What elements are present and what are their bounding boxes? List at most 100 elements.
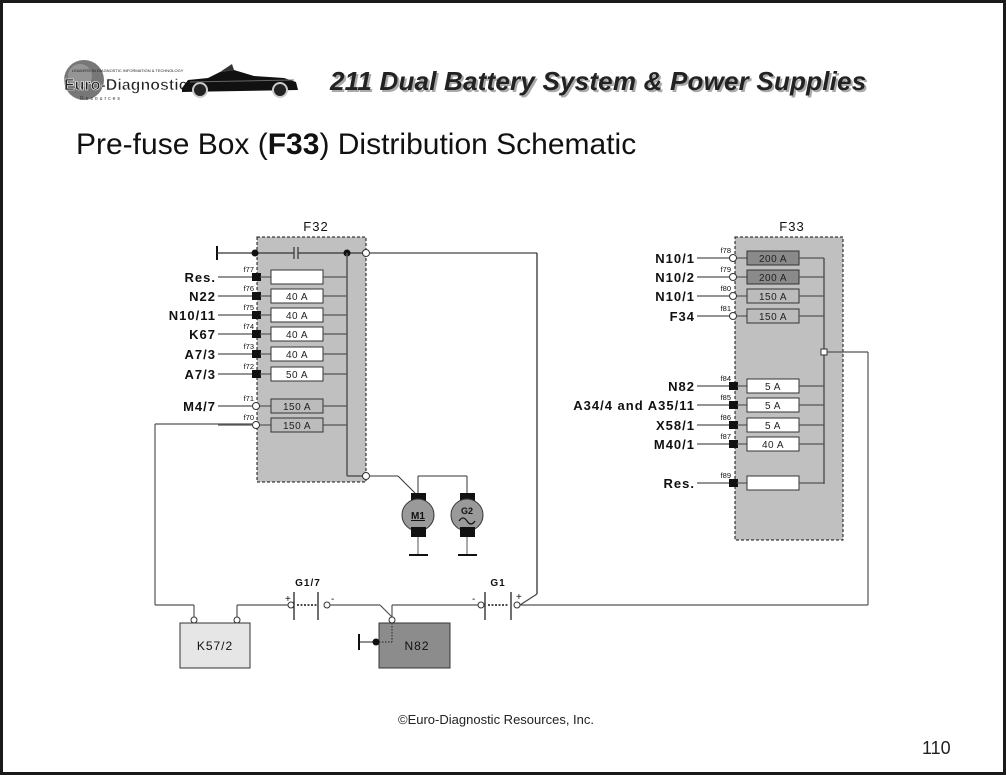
fuse-id: f84 [721,374,731,383]
fuse-rating: 40 A [762,440,784,451]
terminal-square [252,292,261,300]
fuse-id: f81 [721,304,731,313]
fuse-id: f70 [244,413,254,422]
terminal-square [252,311,261,319]
fuse-rating: 200 A [759,254,787,265]
circuit-label: Res. [185,270,216,285]
minus-sign: - [472,594,475,605]
motor-m1: M1 [401,493,435,556]
terminal-square [729,401,738,409]
header-title: 211 Dual Battery System & Power Supplies [330,66,867,96]
fuse-id: f85 [721,393,731,402]
terminal-circle [729,292,737,300]
fuse-id: f87 [721,432,731,441]
terminal-square [729,479,738,487]
terminal-square [729,421,738,429]
fuse-body [270,269,324,285]
n82-module [378,622,451,669]
circuit-label: N10/11 [169,308,216,323]
fuse-id: f76 [244,284,254,293]
f32-title: F32 [303,219,328,234]
fuse-rating: 150 A [759,312,787,323]
terminal-square [729,440,738,448]
terminal-square [252,330,261,338]
page-number: 110 [922,738,951,758]
logo-tagline: LEADERS IN DIAGNOSTIC INFORMATION & TECH… [72,68,184,73]
circuit-label: N10/1 [655,289,695,304]
n82-label: N82 [404,639,429,653]
fuse-rating: 50 A [286,370,308,381]
fuse-id: f72 [244,362,254,371]
fuse-rating: 40 A [286,330,308,341]
m1-label: M1 [411,511,425,522]
terminal-circle [729,273,737,281]
logo-subtext: Resources [80,96,122,102]
battery-g1-7: G1/7 + - [236,578,393,620]
minus-sign: - [331,594,334,605]
fuse-id: f75 [244,303,254,312]
terminal-circle [729,312,737,320]
k57-2-label: K57/2 [197,639,233,653]
page-title-prefix: Pre-fuse Box ( [76,128,268,161]
terminal-square [252,370,261,378]
circuit-label: A7/3 [185,367,216,382]
terminal-square [252,273,261,281]
fuse-rating: 40 A [286,350,308,361]
wire-f32-to-g1 [370,252,538,606]
g1-7-label: G1/7 [295,578,321,589]
f32-fuse-f70: 150 A f70 [218,413,347,433]
page-title-suffix: ) Distribution Schematic [319,128,637,161]
circuit-label: F34 [670,309,695,324]
wire-to-motors [370,475,468,494]
terminal-circle [252,402,260,410]
ac-wave-icon [458,517,476,525]
f33-title: F33 [779,219,804,234]
circuit-label: K67 [189,327,216,342]
fuse-rating: 5 A [765,421,781,432]
circuit-label: X58/1 [656,418,695,433]
terminal-square [252,350,261,358]
fuse-id: f77 [244,265,254,274]
euro-diagnostic-logo: LEADERS IN DIAGNOSTIC INFORMATION & TECH… [64,60,298,102]
fuse-id: f71 [244,394,254,403]
circuit-label: A34/4 and A35/11 [573,398,695,413]
fuse-rating: 200 A [759,273,787,284]
circuit-label: M40/1 [654,437,695,452]
fuse-rating: 150 A [283,421,311,432]
circuit-label: N10/2 [655,270,695,285]
circuit-label: N22 [189,289,216,304]
generator-g2: G2 [450,493,484,556]
copyright: ©Euro-Diagnostic Resources, Inc. [398,712,594,727]
fuse-rating: 40 A [286,311,308,322]
fuse-id: f89 [721,471,731,480]
fuse-rating: 150 A [759,292,787,303]
fuse-id: f86 [721,413,731,422]
circuit-label: M4/7 [183,399,216,414]
fuse-rating: 5 A [765,401,781,412]
k57-2-relay [179,622,251,669]
terminal-circle [729,254,737,262]
car-icon [182,64,298,98]
f32-top-bus [216,246,370,480]
circuit-label: A7/3 [185,347,216,362]
fuse-rating: 40 A [286,292,308,303]
logo-text: Euro-Diagnostic [64,77,188,94]
fuse-id: f73 [244,342,254,351]
fuse-body [746,475,800,491]
